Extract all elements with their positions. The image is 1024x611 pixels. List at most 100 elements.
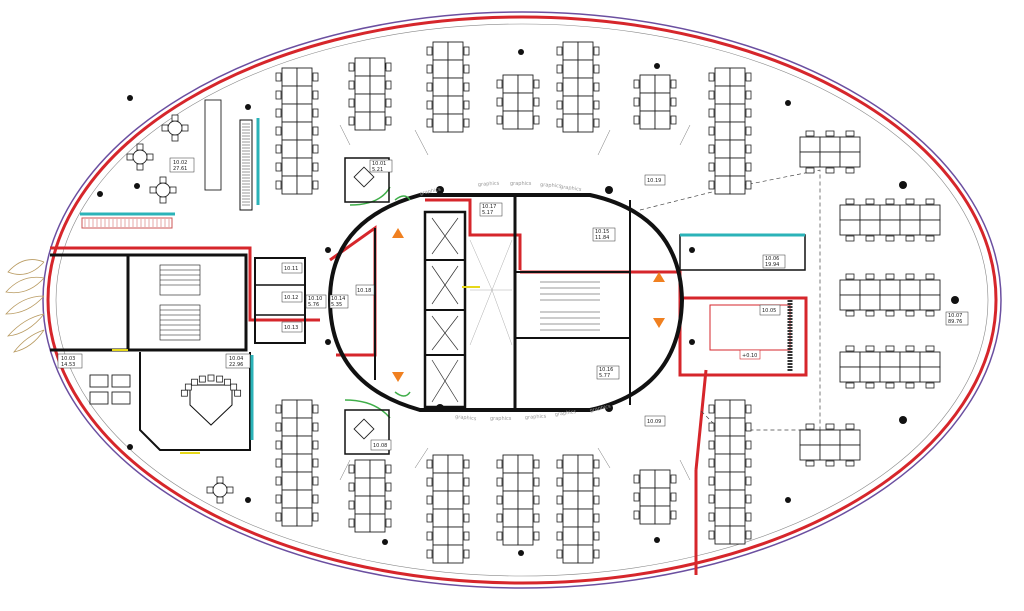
desk [729,507,746,527]
desk [859,279,881,296]
chair [865,198,875,205]
desk [562,490,579,510]
chair [426,495,433,505]
chair [348,98,355,108]
chair [865,345,875,352]
chair [556,459,563,469]
chair [593,46,600,56]
chair [670,510,677,520]
level-mark: +0.10 [739,349,761,360]
chair [708,404,715,414]
chair [312,440,319,450]
desk [447,77,464,97]
chair [533,477,540,487]
desk [714,435,731,455]
left-stair-core [50,253,306,352]
room-code: 10.16 [599,367,613,373]
chair [845,382,855,389]
desk [502,490,519,510]
chair [312,404,319,414]
room-code: 10.15 [595,229,609,235]
chair [670,115,677,125]
chair [745,476,752,486]
room-area: 14.53 [61,362,75,368]
desk [899,351,921,368]
room-code: 10.10 [308,296,322,302]
chair [556,549,563,559]
desk [879,366,901,383]
chair [312,144,319,154]
chair [885,198,895,205]
chair [865,235,875,242]
watermark-text: graphics [560,184,582,193]
chair [426,513,433,523]
chair [708,180,715,190]
desk [899,204,921,221]
chair [312,72,319,82]
desk [899,279,921,296]
desk [654,487,671,507]
perimeter-boundary [46,15,998,585]
chair [885,345,895,352]
chair [925,235,935,242]
room-area: 5.35 [331,302,342,308]
desk [899,366,921,383]
watermark-text: graphics [589,404,612,414]
desk [639,469,656,489]
desk [654,505,671,525]
desk [296,139,313,159]
chair [171,134,179,142]
desk [714,139,731,159]
desk [839,279,861,296]
chair [533,513,540,523]
chair [426,549,433,559]
chair [275,126,282,136]
chair [184,383,192,391]
desk [577,95,594,115]
desk [714,417,731,437]
round-table [212,482,228,498]
desk [354,57,371,77]
chair [275,458,282,468]
desk [562,472,579,492]
chair [633,79,640,89]
desk [281,67,298,87]
chair [312,108,319,118]
chair [593,118,600,128]
chair [126,153,134,161]
desk [296,67,313,87]
chair [845,198,855,205]
chair [463,82,470,92]
room-code: 10.11 [284,266,298,272]
desk [577,508,594,528]
table [111,391,131,405]
desk [859,204,881,221]
chair [670,97,677,107]
chair [385,482,392,492]
desk [562,95,579,115]
desk [577,472,594,492]
desk [354,477,371,497]
chair [275,476,282,486]
yellow-markers [112,286,480,454]
chair [865,382,875,389]
room-label-10-16: 10.16 5.77 [596,365,620,380]
chair [633,97,640,107]
room-label-10-11: 10.11 [281,262,303,274]
desk [354,495,371,515]
desk [432,490,449,510]
chair [845,235,855,242]
desk [369,459,386,479]
desk [729,85,746,105]
chair [708,144,715,154]
chair [385,464,392,474]
room-area: 19.94 [765,262,779,268]
chair [865,310,875,317]
chair [670,474,677,484]
desk [296,399,313,419]
desk [879,279,901,296]
phone-pod [344,409,390,455]
chair [745,162,752,172]
chair [191,378,198,386]
